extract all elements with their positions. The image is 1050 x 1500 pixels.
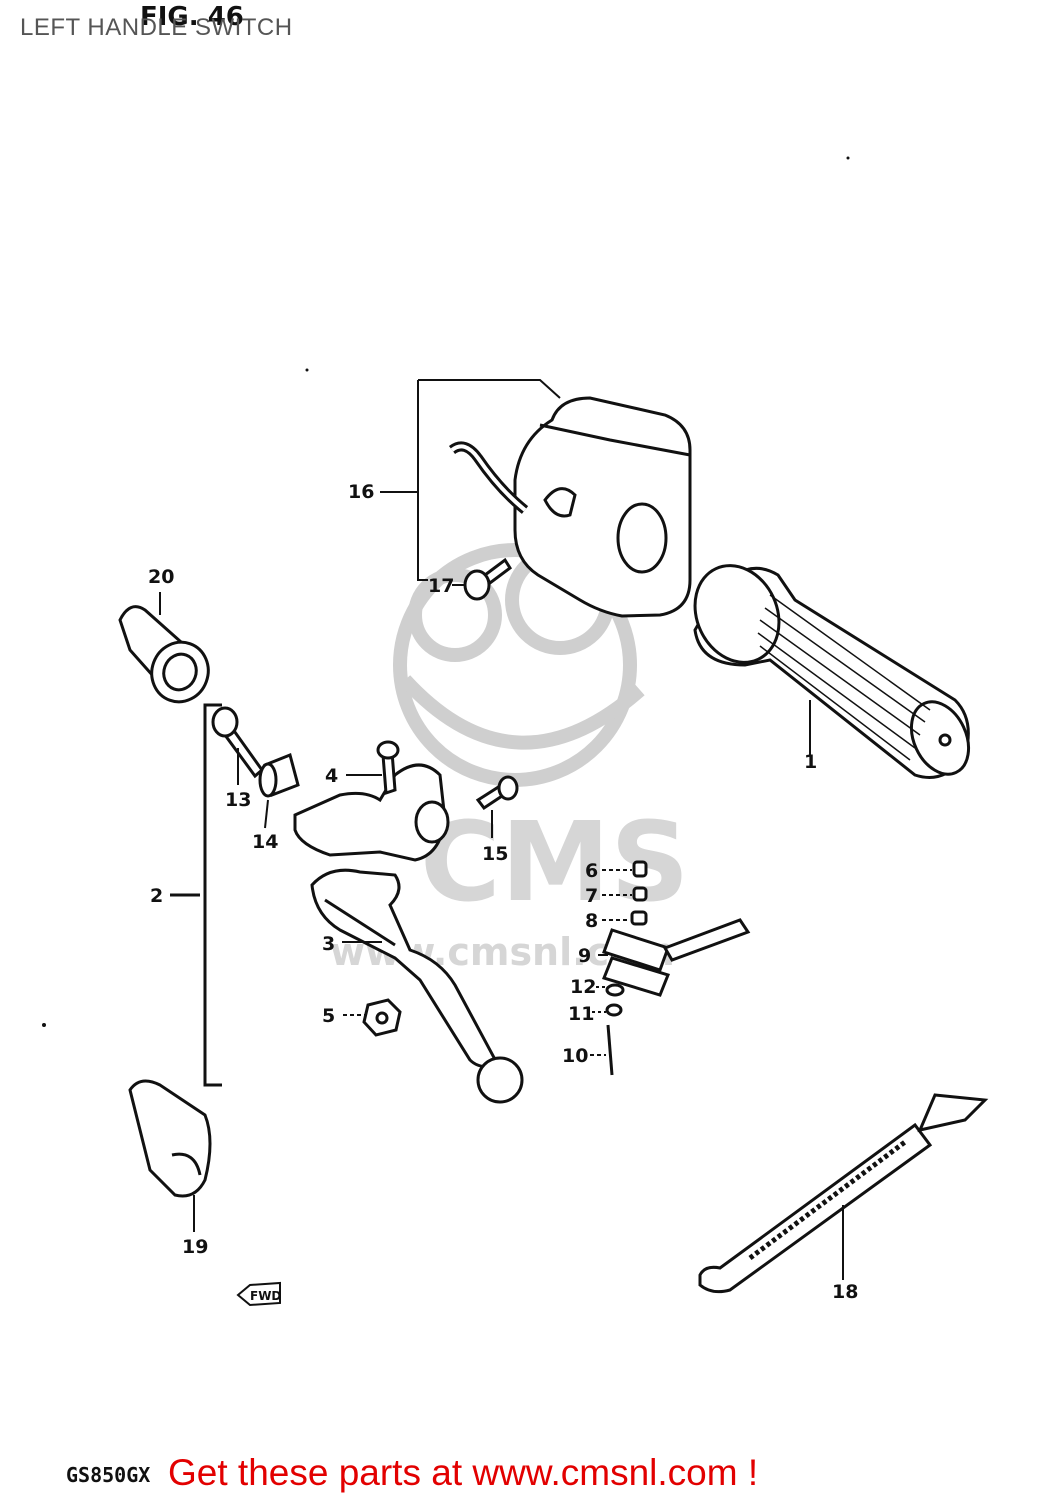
nut-5 (362, 998, 402, 1037)
lever-boot (128, 1079, 212, 1198)
cable-tie (698, 1093, 989, 1294)
model-code: GS850GX (66, 1463, 151, 1487)
callout-4: 4 (325, 765, 338, 787)
clutch-lever (310, 868, 524, 1104)
callout-9: 9 (578, 945, 591, 967)
callout-19: 19 (182, 1236, 208, 1258)
bolt-13 (211, 706, 265, 779)
callout-10: 10 (562, 1045, 588, 1067)
promo-link[interactable]: Get these parts at www.cmsnl.com ! (168, 1452, 759, 1493)
callouts: 16 17 20 1 13 14 4 15 2 3 5 6 7 8 9 12 1… (148, 481, 858, 1303)
spacer-14 (258, 752, 300, 798)
callout-8: 8 (585, 910, 598, 932)
callout-17: 17 (428, 575, 454, 597)
lever-holder (293, 740, 450, 862)
handle-grip (693, 564, 971, 779)
speck (42, 1023, 46, 1027)
callout-2: 2 (150, 885, 163, 907)
switch-contact-assembly (602, 860, 751, 1076)
callout-3: 3 (322, 933, 335, 955)
dust-cap (118, 605, 210, 704)
screw-15 (475, 775, 519, 811)
switch-housing (448, 396, 692, 618)
bracket-2 (170, 703, 222, 1087)
page-title: LEFT HANDLE SWITCH (20, 14, 293, 41)
callout-13: 13 (225, 789, 251, 811)
figure-label: FIG. 46 (140, 2, 244, 32)
callout-1: 1 (804, 751, 817, 773)
callout-6: 6 (585, 860, 598, 882)
speck (846, 156, 850, 160)
leader-lines (159, 379, 844, 1280)
callout-16: 16 (348, 481, 374, 503)
callout-20: 20 (148, 566, 174, 588)
callout-7: 7 (585, 885, 598, 907)
callout-11: 11 (568, 1003, 594, 1025)
callout-15: 15 (482, 843, 508, 865)
forward-direction-marker: FWD (236, 1281, 281, 1307)
callout-14: 14 (252, 831, 278, 853)
callout-18: 18 (832, 1281, 858, 1303)
speck (305, 368, 309, 372)
fwd-label: FWD (250, 1289, 281, 1303)
callout-5: 5 (322, 1005, 335, 1027)
watermark-brand: CMS (420, 798, 689, 926)
screw-17 (463, 557, 513, 601)
callout-12: 12 (570, 976, 596, 998)
